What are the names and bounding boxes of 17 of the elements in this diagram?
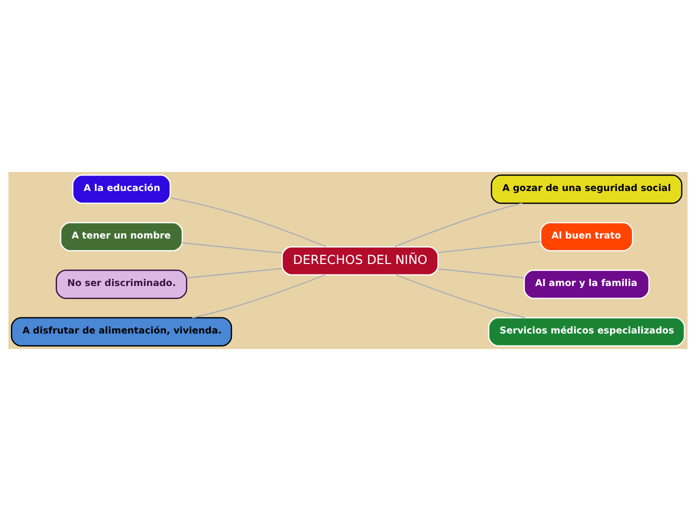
connector [394, 202, 522, 247]
node-box: No ser discriminado. [56, 269, 188, 298]
connector [182, 242, 282, 254]
connector [192, 274, 325, 318]
connector [186, 267, 282, 278]
connector [438, 268, 524, 278]
connector [170, 196, 326, 247]
connector [396, 274, 526, 318]
node-box: A la educación [72, 174, 171, 204]
connector [438, 240, 540, 253]
node-box: Al amor y la familia [524, 269, 650, 298]
node-box: Al buen trato [540, 222, 634, 251]
node-box: A gozar de una seguridad social [490, 174, 682, 204]
node-box: DERECHOS DEL NIÑO [281, 246, 439, 276]
node-box: A disfrutar de alimentación, vivienda. [10, 316, 232, 346]
node-box: Servicios médicos especializados [488, 316, 686, 346]
node-box: A tener un nombre [60, 222, 183, 251]
